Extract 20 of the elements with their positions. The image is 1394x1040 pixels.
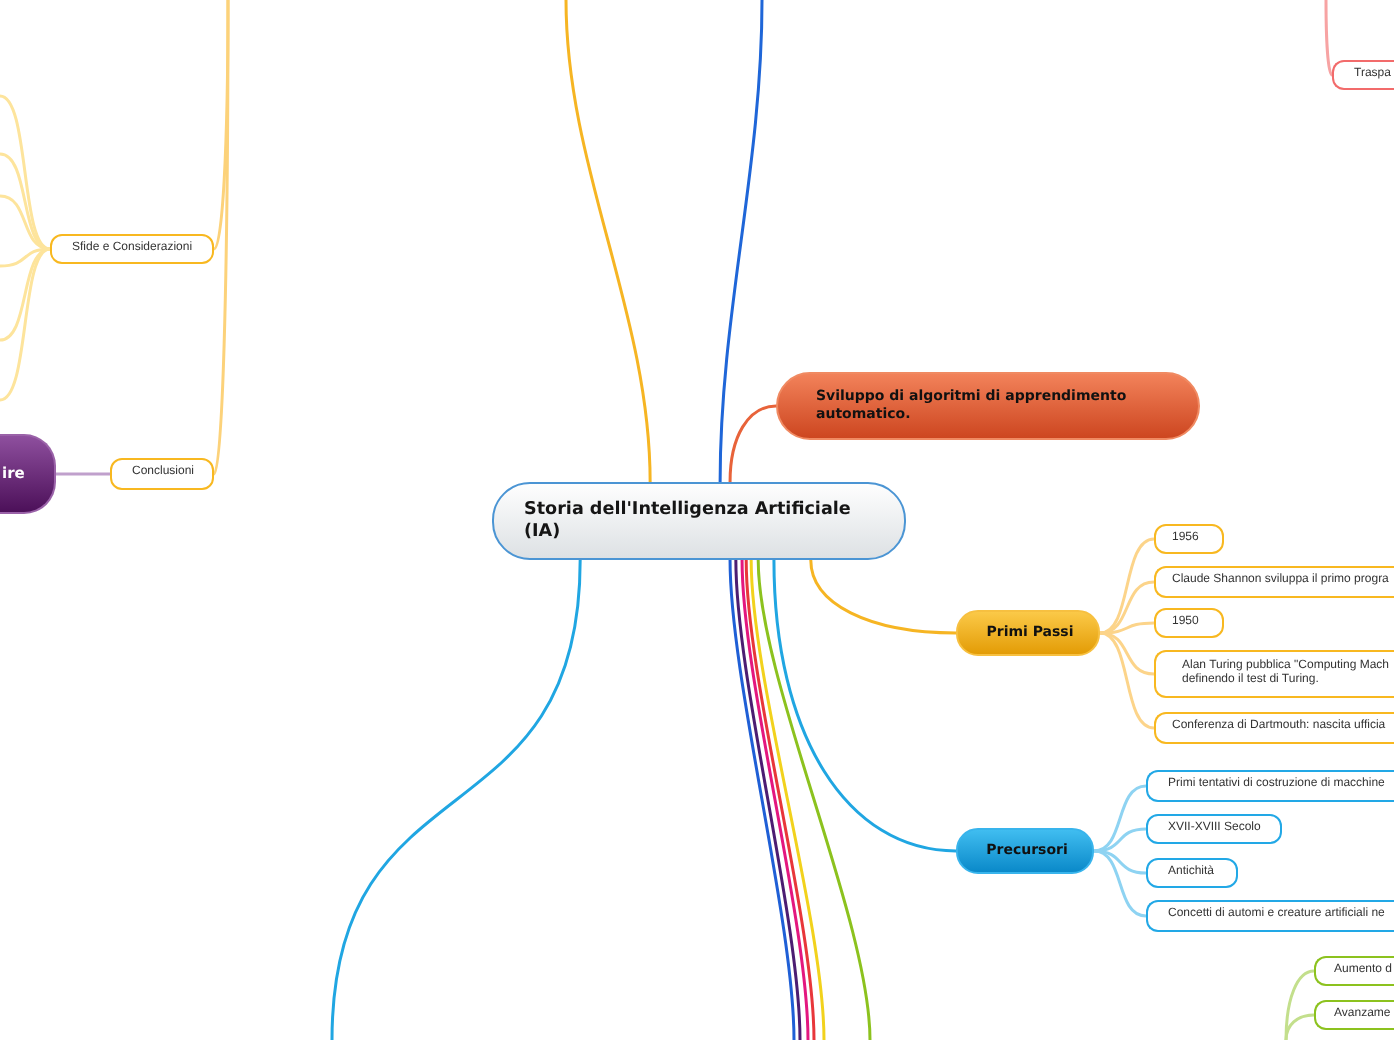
branch-line	[1324, 0, 1334, 77]
branch-line	[1284, 1013, 1316, 1040]
branch-line	[0, 94, 52, 251]
branch-line	[54, 472, 112, 476]
branch-line	[749, 558, 826, 1040]
central-topic: Storia dell'Intelligenza Artificiale (IA)	[492, 482, 906, 560]
branch-line	[0, 247, 52, 342]
branch-line	[1092, 849, 1148, 918]
branch-line	[756, 558, 872, 1040]
branch-line	[564, 0, 652, 484]
branch-line	[772, 558, 958, 853]
branch-line	[0, 247, 52, 402]
branch-line	[1098, 631, 1156, 730]
branch-line	[1092, 827, 1148, 853]
branch-line	[212, 0, 230, 476]
branch-line	[1284, 969, 1316, 1040]
branch-line	[809, 558, 958, 635]
branch-line	[718, 0, 764, 484]
branch-line	[330, 558, 582, 1040]
branch-line	[728, 404, 778, 484]
